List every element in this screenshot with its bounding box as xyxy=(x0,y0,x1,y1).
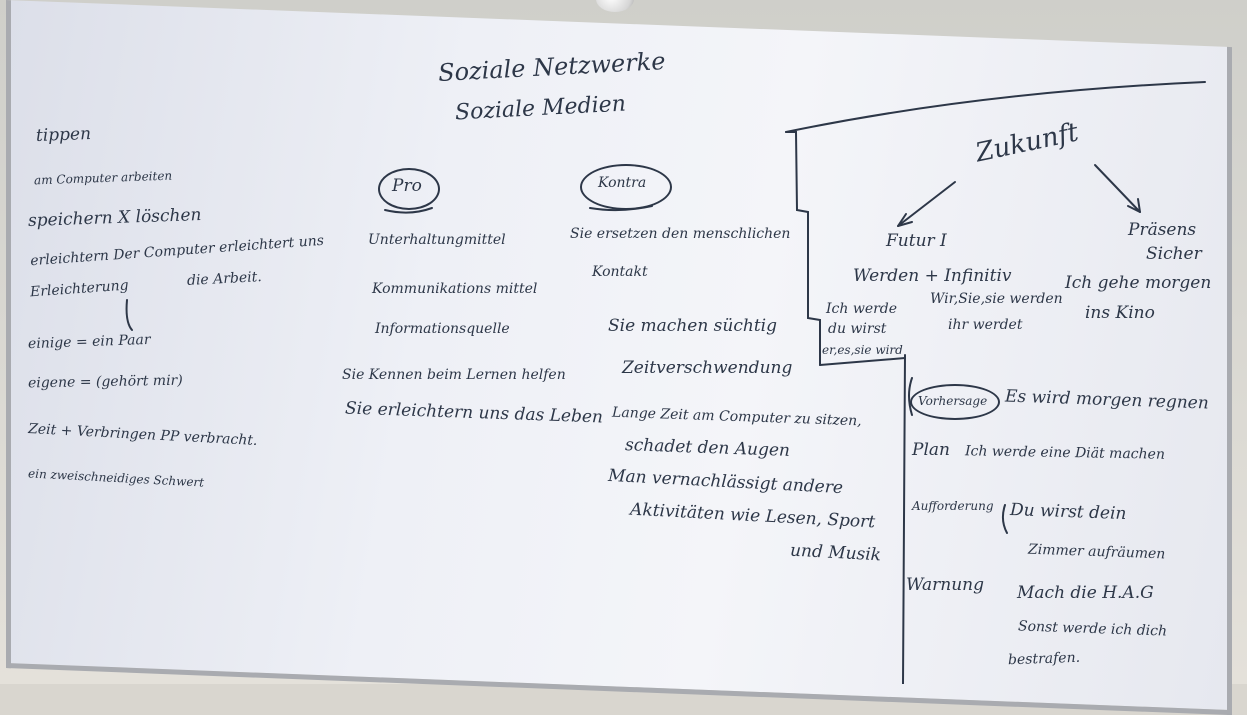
aufforderung-label: Aufforderung xyxy=(912,499,994,513)
bestrafen: bestrafen. xyxy=(1007,649,1081,669)
arrow-futur-head xyxy=(897,213,913,227)
ich-gehe-morgen: Ich gehe morgen xyxy=(1065,273,1212,293)
wir-sie-werden: Wir,Sie,sie werden xyxy=(930,291,1063,307)
ins-kino: ins Kino xyxy=(1085,303,1155,323)
warnung-label: Warnung xyxy=(906,575,984,595)
zukunft-bracket xyxy=(785,131,821,366)
aufforderung-bracket xyxy=(1001,504,1008,534)
left-die-arbeit: die Arbeit. xyxy=(186,269,263,289)
du-wirst-dein: Du wirst dein xyxy=(1009,499,1127,525)
erleichterung-hook xyxy=(125,299,133,331)
zukunft-box-top-line xyxy=(785,81,1206,133)
ihr-werdet: ihr werdet xyxy=(948,317,1023,333)
mach-die-hag: Mach die H.A.G xyxy=(1017,583,1154,603)
futur-label: Futur I xyxy=(886,231,947,251)
ich-werde: Ich werde xyxy=(826,301,898,317)
vorhersage-label: Vorhersage xyxy=(918,394,988,408)
vorhersage-bracket xyxy=(908,377,913,416)
kontra-item-musik: und Musik xyxy=(789,540,882,566)
kontra-item-zeitverschwendung: Zeitverschwendung xyxy=(622,358,793,378)
underline-pro xyxy=(384,207,433,214)
kontra-circle xyxy=(580,164,672,210)
underline-er-es-sie xyxy=(819,357,906,366)
kontra-item-suechtig: Sie machen süchtig xyxy=(608,316,777,336)
pro-item-lernen: Sie Kennen beim Lernen helfen xyxy=(342,367,566,383)
plan-text: Ich werde eine Diät machen xyxy=(964,443,1166,463)
right-divider xyxy=(902,354,906,684)
pro-item-information: Informationsquelle xyxy=(375,321,510,337)
kontra-item-ersetzen: Sie ersetzen den menschlichen xyxy=(570,226,791,242)
arrow-praesens-head xyxy=(1127,198,1141,213)
er-es-sie-wird: er,es,sie wird xyxy=(822,343,903,357)
pro-item-unterhaltung: Unterhaltungmittel xyxy=(368,232,506,248)
kontra-heading: Kontra xyxy=(598,175,647,191)
kontra-item-kontakt: Kontakt xyxy=(592,264,648,280)
left-eigene: eigene = (gehört mir) xyxy=(27,372,183,392)
sicher-label: Sicher xyxy=(1146,244,1202,264)
arrow-futur xyxy=(897,181,956,227)
plan-label: Plan xyxy=(912,440,950,460)
werden-infinitiv: Werden + Infinitiv xyxy=(853,266,1012,286)
magnet xyxy=(596,0,634,12)
pro-item-kommunikation: Kommunikations mittel xyxy=(372,281,538,297)
pro-circle xyxy=(378,168,440,210)
arrow-praesens xyxy=(1094,164,1141,213)
left-einige: einige = ein Paar xyxy=(27,331,151,353)
du-wirst: du wirst xyxy=(828,321,887,337)
vorhersage-circle xyxy=(910,384,1000,420)
left-tippen: tippen xyxy=(35,124,92,146)
praesens-label: Präsens xyxy=(1128,220,1197,240)
pro-heading: Pro xyxy=(392,176,422,196)
